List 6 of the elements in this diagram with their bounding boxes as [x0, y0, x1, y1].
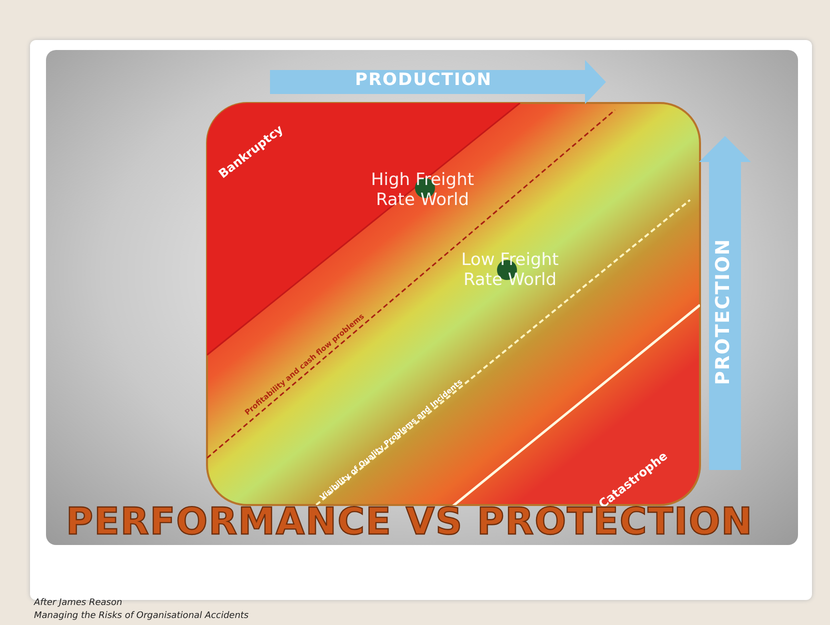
source-note: After James Reason: [34, 598, 122, 608]
source-note: Managing the Risks of Organisational Accidents: [34, 611, 249, 621]
zone-label: High Freight Rate World: [370, 170, 476, 210]
zone-label: Low Freight Rate World: [460, 250, 560, 290]
arrow-label: PRODUCTION: [355, 70, 492, 90]
arrow-label: PROTECTION: [712, 238, 734, 385]
